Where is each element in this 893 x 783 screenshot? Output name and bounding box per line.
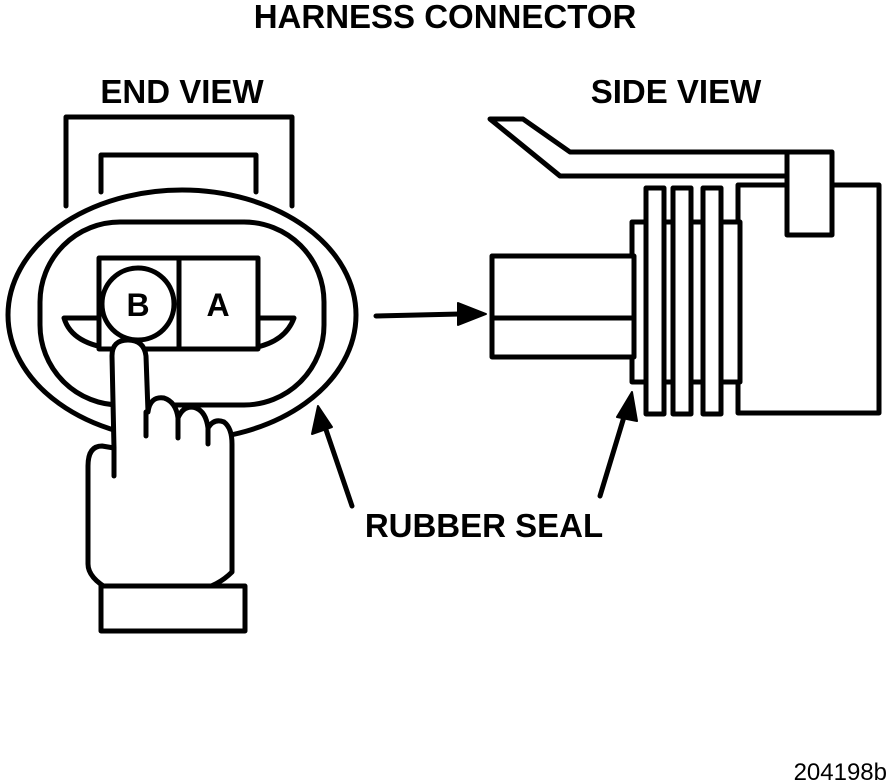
hand-cuff [98, 583, 248, 634]
lock-tab-outer [63, 114, 295, 209]
figure-number: 204198b [794, 759, 887, 783]
seal-rib-3 [700, 185, 724, 417]
diagram-title: HARNESS CONNECTOR [254, 0, 637, 35]
pointing-hand-icon [85, 337, 248, 634]
rubber-seal-label: RUBBER SEAL [365, 507, 603, 544]
connector-body-inner [37, 219, 327, 408]
callout-leader-right [597, 404, 630, 499]
end-view-connector: B A [5, 114, 359, 443]
end-view-label: END VIEW [100, 73, 264, 110]
callout-leader-left [320, 418, 355, 509]
lock-tab-inner [98, 152, 259, 195]
connector-nose [489, 253, 637, 360]
terminal-b-label: B [126, 287, 149, 323]
direction-arrow [373, 302, 487, 326]
seal-rib-2 [670, 185, 694, 417]
side-view-connector [487, 116, 882, 417]
terminal-block-a [176, 255, 261, 352]
latch-block [784, 149, 835, 238]
terminal-a-label: A [206, 287, 229, 323]
latch-arm [487, 116, 833, 179]
rubber-seal-callout: RUBBER SEAL [311, 391, 638, 544]
side-view-label: SIDE VIEW [591, 73, 762, 110]
seal-rib-1 [643, 185, 667, 417]
